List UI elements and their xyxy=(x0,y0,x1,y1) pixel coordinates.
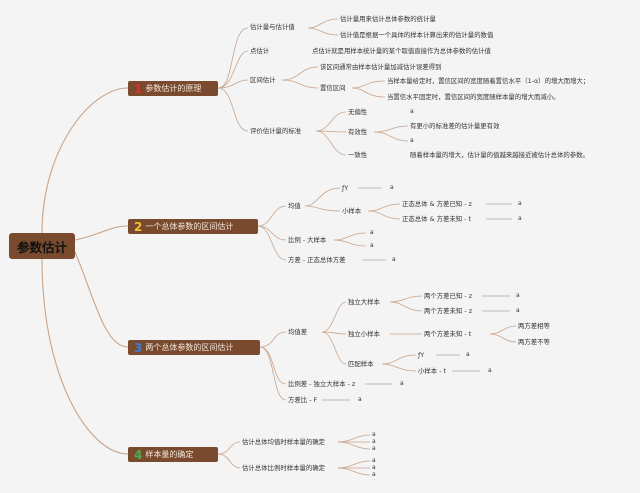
formula-placeholder: a xyxy=(518,200,522,207)
node-proportion-difference[interactable]: 比例差 - 独立大样本 - z xyxy=(288,380,356,388)
branch-single-population[interactable]: 2 一个总体参数的区间估计 xyxy=(128,219,258,234)
node-normal-unknown-variance[interactable]: 正态总体 & 方差未知 - t xyxy=(402,215,472,223)
node-estimator-and-value[interactable]: 估计量与估计值 xyxy=(250,23,295,31)
node-efficiency[interactable]: 有效性 xyxy=(348,128,368,136)
node-fy[interactable]: ƒY xyxy=(342,184,349,192)
branch-sample-size[interactable]: 4 样本量的确定 xyxy=(128,447,218,462)
node-proportion-sample-size[interactable]: 估计总体比例时样本量的确定 xyxy=(242,464,326,472)
formula-placeholder: a xyxy=(372,431,376,438)
node-interval-estimate[interactable]: 区间估计 xyxy=(250,76,276,84)
branch-two-populations[interactable]: 3 两个总体参数的区间估计 xyxy=(128,340,260,355)
branch-number-4: 4 xyxy=(134,447,143,462)
formula-placeholder: a xyxy=(358,396,362,403)
node-two-variances-unknown-t[interactable]: 两个方差未知 - t xyxy=(424,330,472,338)
node-efficiency-def[interactable]: 有更小的标准差的估计量更有效 xyxy=(410,122,500,130)
node-paired-sample[interactable]: 匹配样本 xyxy=(348,360,374,368)
formula-placeholder: a xyxy=(372,457,376,464)
node-mean-sample-size[interactable]: 估计总体均值时样本量的确定 xyxy=(242,438,326,446)
node-variances-unequal[interactable]: 两方差不等 xyxy=(518,338,550,346)
formula-placeholder: a xyxy=(400,380,404,387)
branch-label: 样本量的确定 xyxy=(145,450,194,459)
formula-placeholder: a xyxy=(390,184,394,191)
node-independent-large[interactable]: 独立大样本 xyxy=(348,298,380,306)
formula-placeholder: a xyxy=(466,351,470,358)
root-node[interactable]: 参数估计 xyxy=(9,233,75,259)
branch-estimation-principle[interactable]: 1 参数估计的原理 xyxy=(128,81,218,96)
node-estimator-def[interactable]: 估计量用来估计总体参数的统计量 xyxy=(340,15,436,23)
node-consistency[interactable]: 一致性 xyxy=(348,151,368,159)
formula-placeholder: a xyxy=(516,292,520,299)
node-variances-equal[interactable]: 两方差相等 xyxy=(518,322,550,330)
branch-number-3: 3 xyxy=(134,340,143,355)
branch-label: 两个总体参数的区间估计 xyxy=(145,343,234,352)
formula-placeholder: a xyxy=(372,438,376,445)
node-conf-rule-1[interactable]: 当样本量给定时，置信区间的宽度随着置信水平（1-α）的增大而增大； xyxy=(387,77,590,85)
formula-placeholder: a xyxy=(372,464,376,471)
formula-placeholder: a xyxy=(370,229,374,236)
node-estimator-criteria[interactable]: 评价估计量的标准 xyxy=(250,127,302,135)
branch-label: 一个总体参数的区间估计 xyxy=(145,222,234,231)
formula-placeholder: a xyxy=(370,242,374,249)
node-independent-small[interactable]: 独立小样本 xyxy=(348,330,380,338)
formula-placeholder: a xyxy=(516,307,520,314)
formula-placeholder: a xyxy=(392,256,396,263)
formula-placeholder: a xyxy=(518,215,522,222)
node-two-variances-known[interactable]: 两个方差已知 - z xyxy=(424,292,473,300)
branch-number-1: 1 xyxy=(134,81,143,96)
node-unbiasedness[interactable]: 无偏性 xyxy=(348,108,368,116)
node-mean-difference[interactable]: 均值差 xyxy=(288,328,308,336)
node-estimate-def[interactable]: 估计值是根据一个具体的样本计算出来的估计量的数值 xyxy=(340,31,494,39)
node-two-variances-unknown-z[interactable]: 两个方差未知 - z xyxy=(424,307,473,315)
node-variance-ratio[interactable]: 方差比 - F xyxy=(288,396,318,404)
formula-placeholder: a xyxy=(372,471,376,478)
branch-label: 参数估计的原理 xyxy=(145,84,202,93)
node-small-sample[interactable]: 小样本 xyxy=(342,207,362,215)
node-interval-def[interactable]: 该区间通常由样本估计量加减估计误差得到 xyxy=(320,63,442,71)
node-conf-rule-2[interactable]: 当置信水平固定时，置信区间的宽度随样本量的增大而减小。 xyxy=(387,93,560,101)
node-point-estimate-def[interactable]: 点估计就是用样本统计量的某个取值直接作为总体参数的估计值 xyxy=(312,47,491,55)
node-point-estimate[interactable]: 点估计 xyxy=(250,47,270,55)
formula-placeholder: a xyxy=(372,445,376,452)
node-normal-known-variance[interactable]: 正态总体 & 方差已知 - z xyxy=(402,200,472,208)
node-confidence-interval[interactable]: 置信区间 xyxy=(320,84,346,92)
formula-placeholder: a xyxy=(410,108,414,115)
node-fy[interactable]: ƒY xyxy=(418,351,425,359)
node-small-sample-t[interactable]: 小样本 - t xyxy=(418,367,447,375)
node-consistency-def[interactable]: 随着样本量的增大，估计量的值越来越接近被估计总体的参数。 xyxy=(410,151,589,159)
node-mean[interactable]: 均值 xyxy=(288,202,301,210)
formula-placeholder: a xyxy=(488,367,492,374)
node-proportion[interactable]: 比例 - 大样本 xyxy=(288,236,327,244)
branch-number-2: 2 xyxy=(134,219,143,234)
formula-placeholder: a xyxy=(410,137,414,144)
node-variance[interactable]: 方差 - 正态总体方差 xyxy=(288,256,346,264)
